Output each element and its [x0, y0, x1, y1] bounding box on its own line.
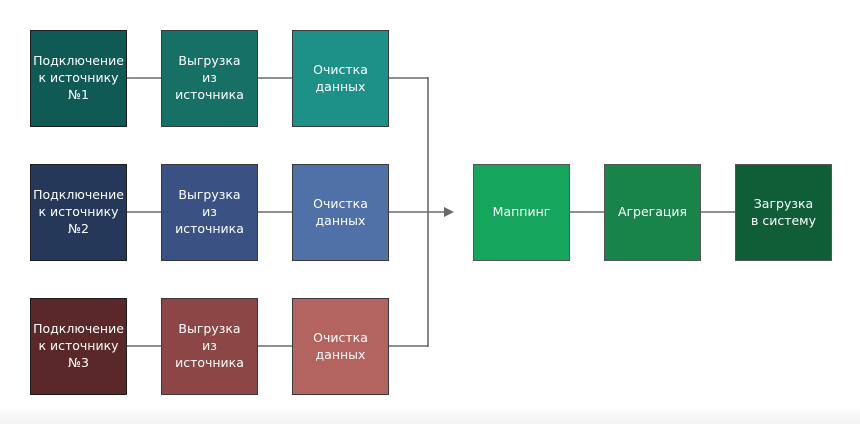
bottom-fade: [0, 406, 860, 424]
aggregation-box: Агрегация: [604, 164, 701, 261]
row3-clean-box: Очистка данных: [292, 298, 389, 395]
row1-clean-box: Очистка данных: [292, 30, 389, 127]
row2-clean-box: Очистка данных: [292, 164, 389, 261]
row1-extract-box: Выгрузка из источника: [161, 30, 258, 127]
row2-source-box: Подключение к источнику №2: [30, 164, 127, 261]
row3-source-box: Подключение к источнику №3: [30, 298, 127, 395]
load-box: Загрузка в систему: [735, 164, 832, 261]
row2-extract-box: Выгрузка из источника: [161, 164, 258, 261]
row1-source-box: Подключение к источнику №1: [30, 30, 127, 127]
row3-extract-box: Выгрузка из источника: [161, 298, 258, 395]
mapping-box: Маппинг: [473, 164, 570, 261]
